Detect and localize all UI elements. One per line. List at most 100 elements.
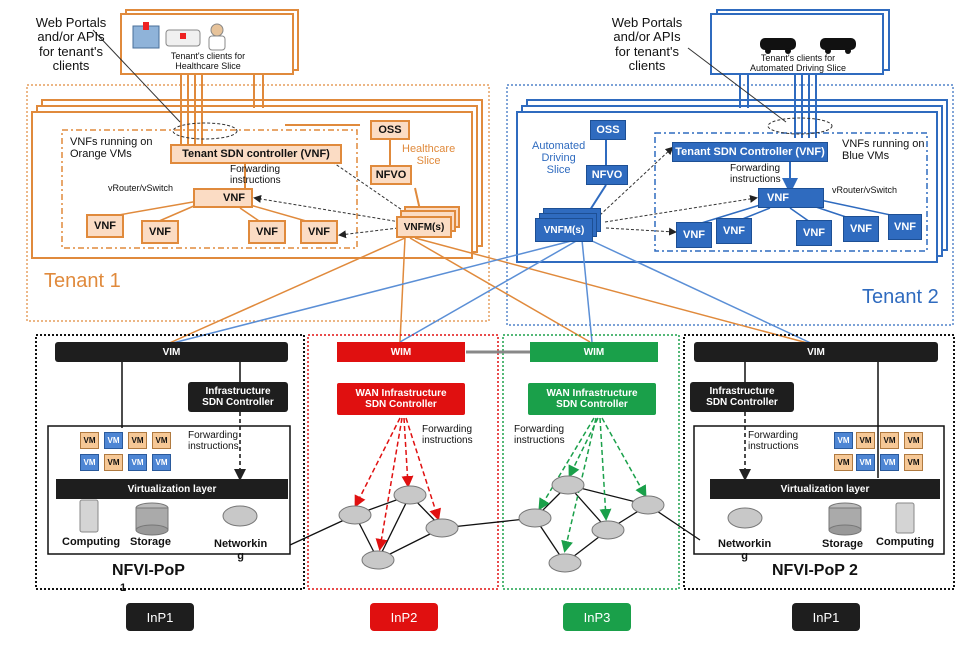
right-virtualization-layer: Virtualization layer — [710, 479, 940, 499]
hospital-icon — [132, 22, 160, 49]
router-icon — [631, 495, 665, 515]
red-forwarding-label: Forwarding instructions — [422, 424, 473, 446]
inp2-badge[interactable]: InP2 — [370, 603, 438, 631]
router-icon — [338, 505, 372, 525]
car-icon — [760, 38, 796, 54]
tenant1-vnf-region — [61, 129, 358, 249]
tenant1-vnfm[interactable]: VNFM(s) — [396, 216, 452, 238]
inp1-right-badge[interactable]: InP1 — [792, 603, 860, 631]
left-computing-label: Computing — [62, 536, 121, 548]
healthcare-slice-label: Healthcare Slice — [402, 143, 456, 168]
computing-icon — [895, 502, 915, 534]
tenant2-vrouter-label: vRouter/vSwitch — [832, 185, 898, 195]
vm-orange: VM — [856, 432, 875, 449]
right-portal-label: Web Portals and/or APIs for tenant's cli… — [611, 15, 683, 73]
vm-orange: VM — [128, 432, 147, 449]
red-wim[interactable]: WIM — [337, 342, 465, 362]
right-nfvi-title: NFVI-PoP 2 — [772, 562, 858, 579]
tenant2-vnf-3[interactable]: VNF — [796, 220, 832, 246]
ambulance-icon — [165, 29, 201, 47]
inp1-left-badge[interactable]: InP1 — [126, 603, 194, 631]
router-icon — [361, 550, 395, 570]
nfvi-left-region — [35, 334, 305, 590]
tenant2-sdn-controller[interactable]: Tenant SDN Controller (VNF) — [672, 142, 828, 162]
tenant1-sdn-controller[interactable]: Tenant SDN controller (VNF) — [170, 144, 342, 164]
router-icon — [518, 508, 552, 528]
tenant1-name: Tenant 1 — [44, 270, 121, 292]
tenant1-forwarding-label: Forwarding instructions — [230, 164, 281, 186]
driving-clients-label: Tenant's clients for Automated Driving S… — [749, 53, 847, 73]
computing-icon — [79, 499, 99, 533]
green-wim[interactable]: WIM — [530, 342, 658, 362]
tenant2-vnf-5[interactable]: VNF — [888, 214, 922, 240]
inp3-badge[interactable]: InP3 — [563, 603, 631, 631]
tenant2-forwarding-label: Forwarding instructions — [730, 163, 781, 185]
left-vim[interactable]: VIM — [55, 342, 288, 362]
inp3-region — [502, 334, 680, 590]
tenant2-vnfm[interactable]: VNFM(s) — [535, 218, 593, 242]
tenant1-nfvo[interactable]: NFVO — [370, 165, 412, 185]
router-icon — [548, 553, 582, 573]
tenant2-nfvo[interactable]: NFVO — [586, 165, 628, 185]
left-networking-label: Networkin g — [214, 538, 268, 563]
left-virtualization-layer: Virtualization layer — [56, 479, 288, 499]
inp2-region — [307, 334, 499, 590]
tenant2-name: Tenant 2 — [862, 286, 939, 308]
right-forwarding-label: Forwarding instructions — [748, 430, 799, 452]
right-infra-sdn-controller[interactable]: Infrastructure SDN Controller — [690, 382, 794, 412]
driving-slice-label: Automated Driving Slice — [532, 140, 586, 177]
left-portal-label: Web Portals and/or APIs for tenant's cli… — [35, 15, 107, 73]
wan-routers — [338, 475, 665, 573]
router-icon — [591, 520, 625, 540]
vm-orange: VM — [80, 432, 99, 449]
left-nfvi-title-tail: 1 — [120, 582, 127, 594]
car-icon — [820, 38, 856, 54]
tenant2-oss[interactable]: OSS — [590, 120, 626, 140]
tenant2-vnf-region — [654, 132, 928, 252]
vm-blue: VM — [834, 432, 853, 449]
healthcare-clients-label: Tenant's clients for Healthcare Slice — [170, 51, 246, 71]
nfvi-right-region — [683, 334, 955, 590]
tenant2-router-vnf[interactable]: VNF — [758, 188, 824, 208]
vm-orange: VM — [904, 432, 923, 449]
red-wan-sdn-controller[interactable]: WAN Infrastructure SDN Controller — [337, 383, 465, 415]
tenant1-vrouter-label: vRouter/vSwitch — [108, 183, 174, 193]
tenant2-vnf-4[interactable]: VNF — [843, 216, 879, 242]
tenant1-vnf-3[interactable]: VNF — [248, 220, 286, 244]
vm-orange: VM — [834, 454, 853, 471]
router-icon — [727, 507, 763, 529]
tenant1-vnf-4[interactable]: VNF — [300, 220, 338, 244]
router-icon — [222, 505, 258, 527]
vm-orange: VM — [152, 432, 171, 449]
tenant2-vnf-1[interactable]: VNF — [676, 222, 712, 248]
vm-blue: VM — [152, 454, 171, 471]
left-forwarding-label: Forwarding instructions — [188, 430, 239, 452]
right-storage-label: Storage — [822, 538, 863, 550]
vm-blue: VM — [80, 454, 99, 471]
right-computing-label: Computing — [876, 536, 935, 548]
vm-blue: VM — [856, 454, 875, 471]
storage-icon — [828, 502, 862, 536]
green-wan-sdn-controller[interactable]: WAN Infrastructure SDN Controller — [528, 383, 656, 415]
tenant1-oss[interactable]: OSS — [370, 120, 410, 140]
left-nfvi-title: NFVI-PoP — [112, 562, 185, 579]
tenant2-vnfs-label: VNFs running on Blue VMs — [842, 138, 925, 163]
right-vim[interactable]: VIM — [694, 342, 938, 362]
tenant1-router-vnf[interactable]: VNF — [193, 188, 253, 208]
vm-blue: VM — [128, 454, 147, 471]
router-icon — [551, 475, 585, 495]
router-icon — [393, 485, 427, 505]
tenant2-vnf-2[interactable]: VNF — [716, 218, 752, 244]
right-networking-label: Networkin g — [718, 538, 772, 563]
vm-orange: VM — [904, 454, 923, 471]
storage-icon — [135, 502, 169, 536]
vm-orange: VM — [880, 432, 899, 449]
left-infra-sdn-controller[interactable]: Infrastructure SDN Controller — [188, 382, 288, 412]
vm-orange: VM — [104, 454, 123, 471]
vm-blue: VM — [880, 454, 899, 471]
tenant1-vnf-1[interactable]: VNF — [86, 214, 124, 238]
router-icon — [425, 518, 459, 538]
tenant1-vnf-2[interactable]: VNF — [141, 220, 179, 244]
left-storage-label: Storage — [130, 536, 171, 548]
